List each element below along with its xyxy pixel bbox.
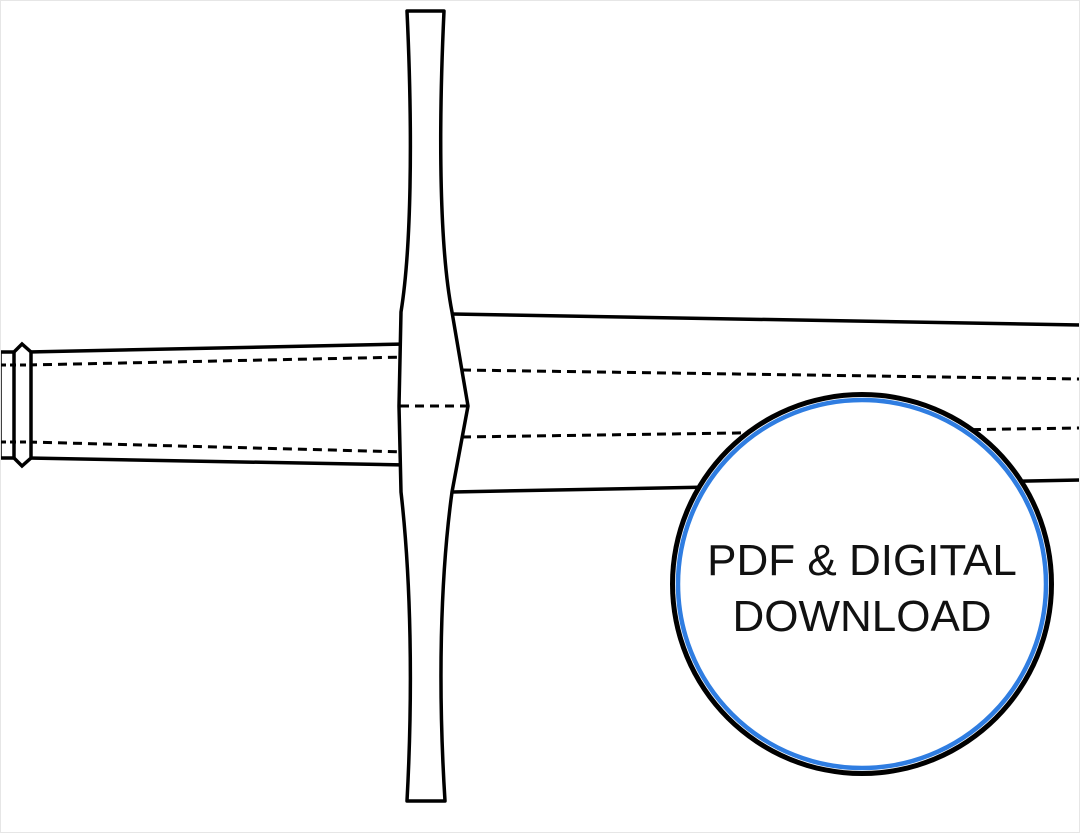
blade-top-edge [451,312,1080,327]
badge-blue-ring [675,397,1049,771]
grip [27,342,407,467]
pommel-icon [0,341,33,469]
grip-top-stitch [27,355,407,367]
badge-label-line1: PDF & DIGITAL [707,536,1017,585]
badge-label: PDF & DIGITAL DOWNLOAD [672,533,1052,645]
grip-bottom-stitch [27,440,407,454]
crossguard [397,9,470,803]
download-badge [670,392,1054,776]
badge-label-line2: DOWNLOAD [732,592,992,641]
blade-top-stitch [461,368,1080,381]
grip-bottom-edge [27,456,407,467]
grip-top-edge [27,342,407,354]
blade-bottom-stitch [461,426,1080,439]
